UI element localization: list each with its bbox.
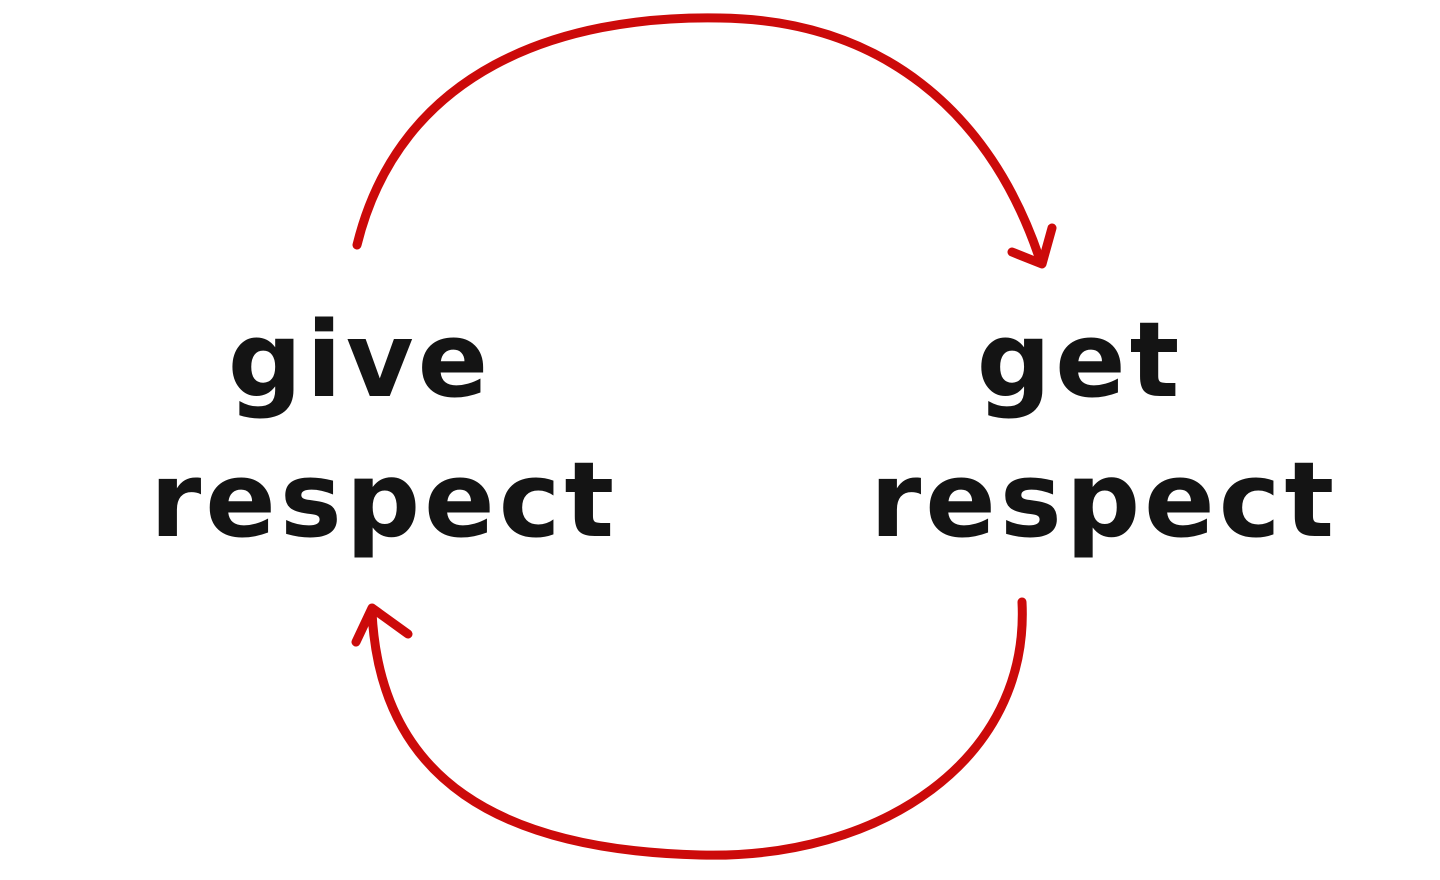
node-give-respect: give respect bbox=[150, 290, 619, 570]
arrow-head-down-icon bbox=[1007, 223, 1057, 269]
node-line: get bbox=[976, 299, 1184, 421]
node-line: respect bbox=[150, 439, 619, 561]
node-line: respect bbox=[870, 439, 1339, 561]
node-line: give bbox=[227, 299, 493, 421]
node-get-respect: get respect bbox=[870, 290, 1339, 570]
bottom-arrow bbox=[351, 597, 1027, 860]
arrow-head-up-icon bbox=[351, 603, 413, 647]
top-arrow bbox=[352, 13, 1057, 269]
